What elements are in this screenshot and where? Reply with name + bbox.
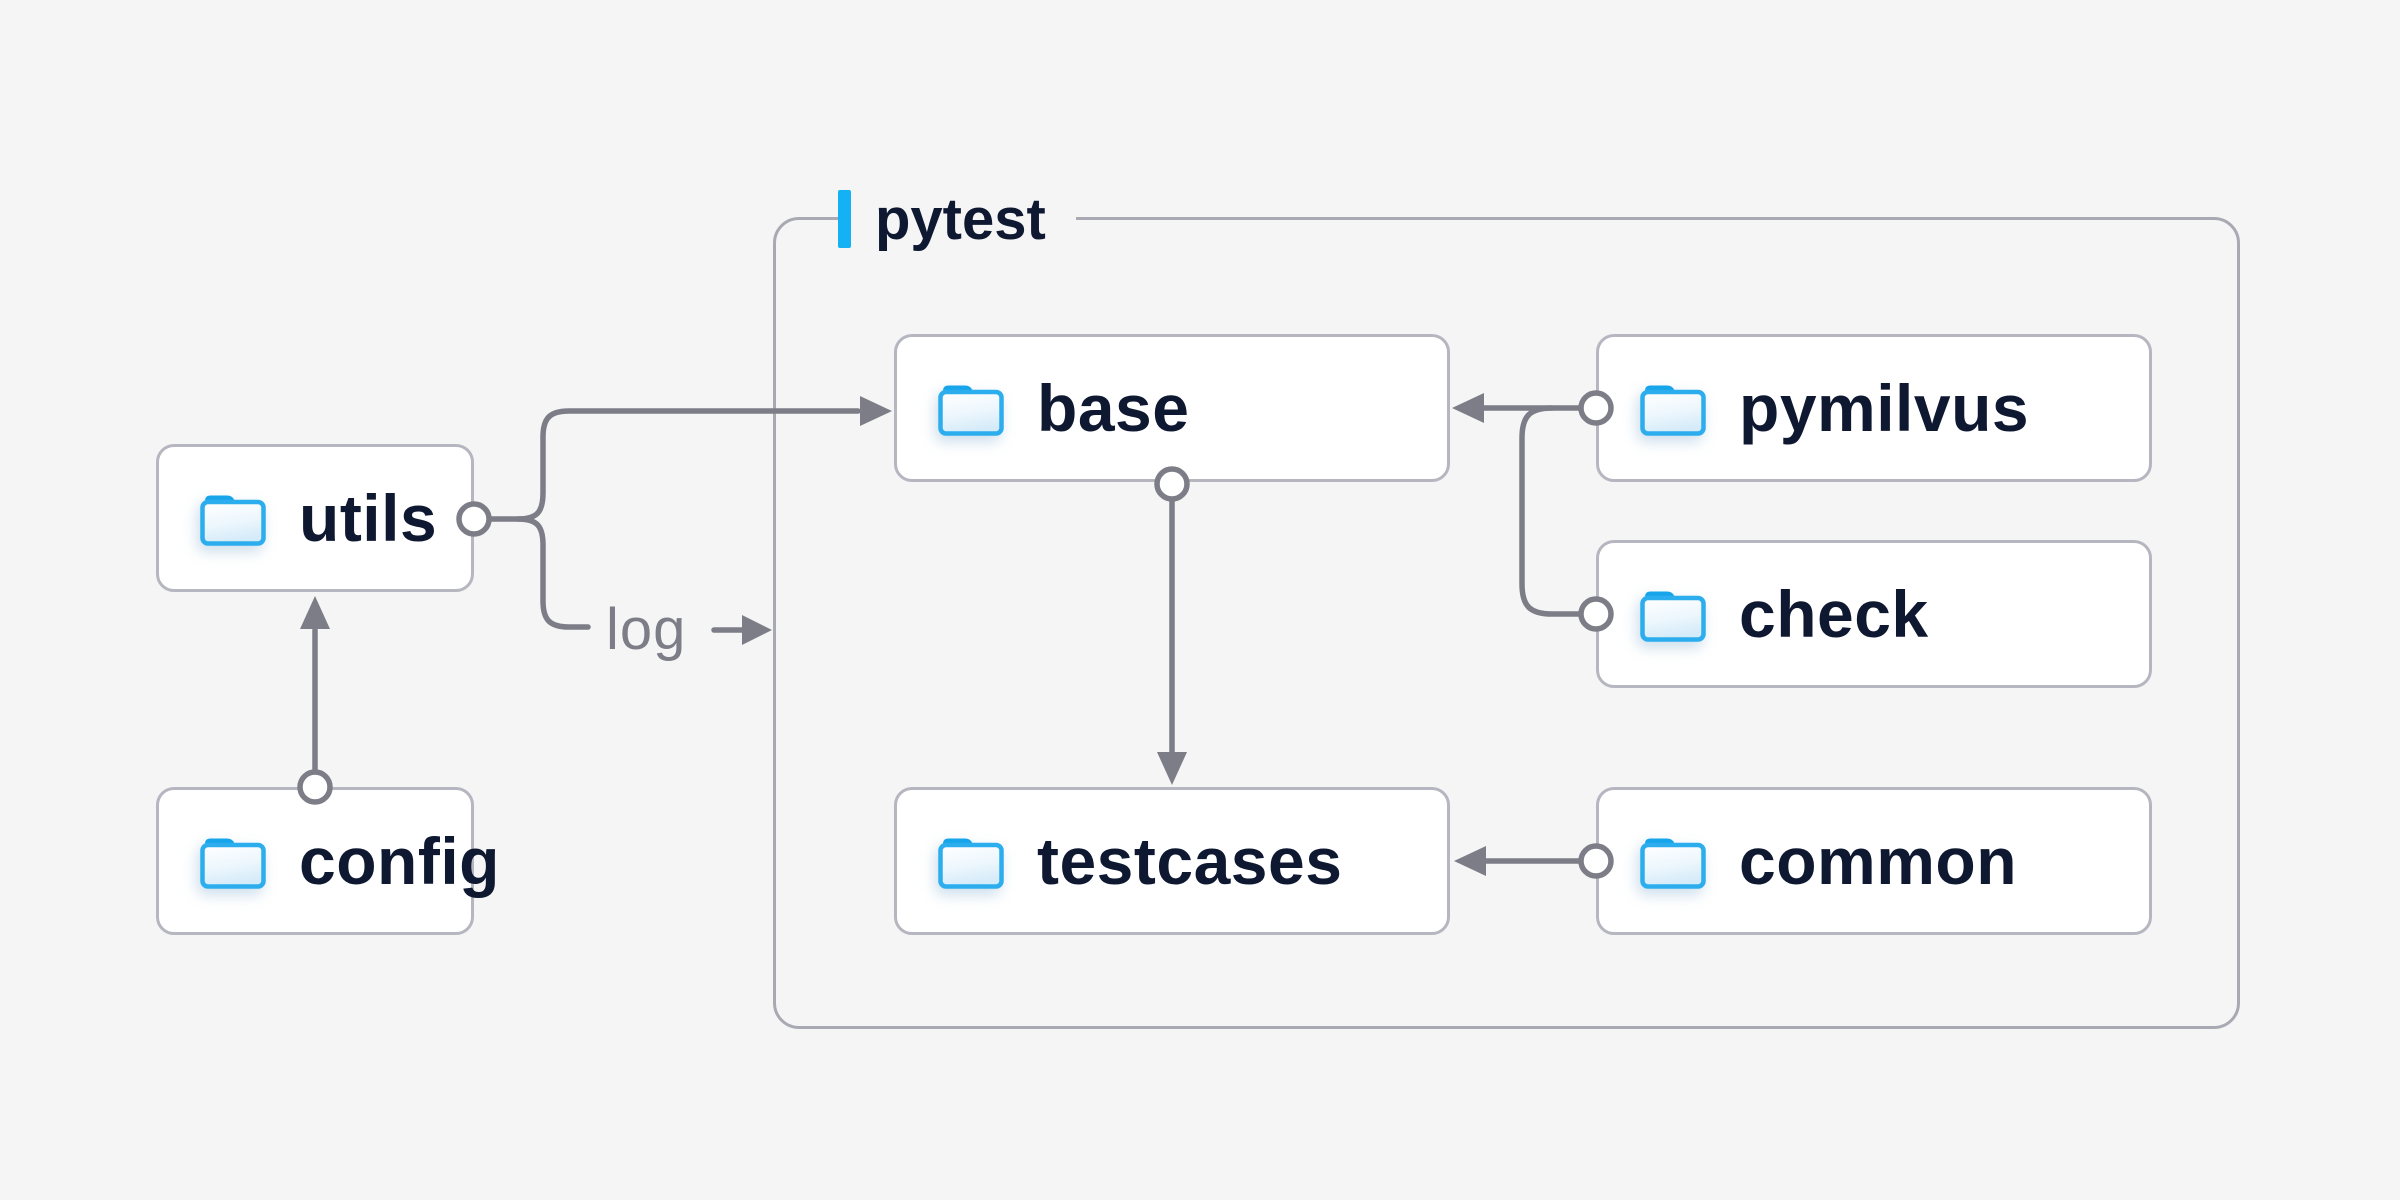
- node-testcases: testcases: [894, 787, 1450, 935]
- arrowhead: [742, 615, 772, 645]
- arrowhead: [300, 596, 330, 629]
- node-label: common: [1739, 824, 2018, 898]
- accent-bar-icon: [838, 190, 851, 248]
- node-label: base: [1037, 371, 1190, 445]
- folder-icon: [197, 489, 269, 547]
- node-utils: utils: [156, 444, 474, 592]
- node-label: utils: [299, 481, 438, 555]
- edge-log-label: log: [606, 597, 686, 662]
- edge-utils-to-log: log: [515, 516, 772, 662]
- node-check: check: [1596, 540, 2152, 688]
- folder-icon: [935, 379, 1007, 437]
- folder-icon: [935, 832, 1007, 890]
- pytest-container: pytest: [773, 187, 2240, 1029]
- node-common: common: [1596, 787, 2152, 935]
- node-pymilvus: pymilvus: [1596, 334, 2152, 482]
- folder-icon: [1637, 585, 1709, 643]
- folder-icon: [1637, 832, 1709, 890]
- pytest-container-label: pytest: [838, 186, 1076, 252]
- node-label: config: [299, 824, 500, 898]
- node-label: check: [1739, 577, 1929, 651]
- node-label: pymilvus: [1739, 371, 2030, 445]
- pytest-container-title: pytest: [875, 186, 1046, 252]
- node-label: testcases: [1037, 824, 1343, 898]
- folder-icon: [197, 832, 269, 890]
- node-config: config: [156, 787, 499, 935]
- node-base: base: [894, 334, 1450, 482]
- folder-icon: [1637, 379, 1709, 437]
- edge-config-to-utils: [297, 596, 333, 805]
